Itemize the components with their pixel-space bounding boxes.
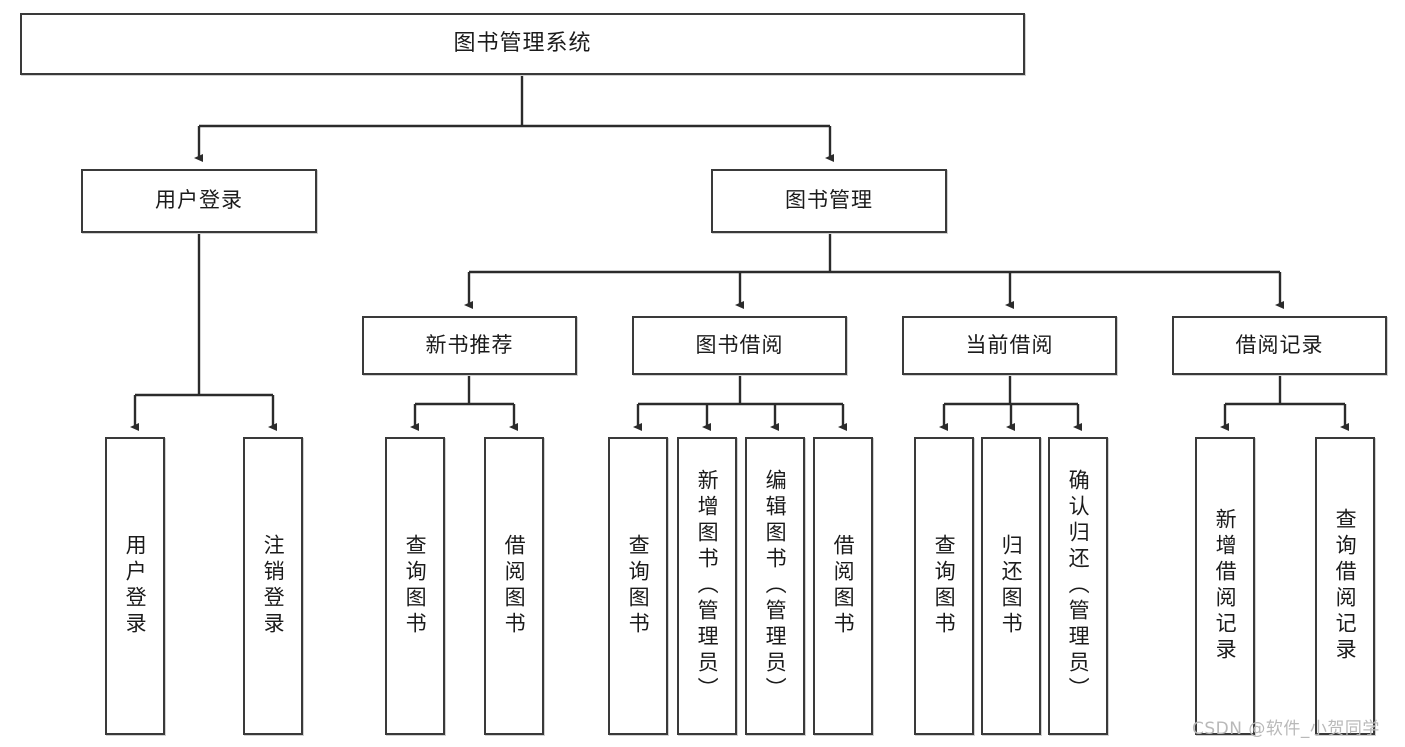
node-label: 新书推荐 [425,332,514,357]
leaf-user-login-logout[interactable]: 注销登录 [243,437,303,735]
leaf-book-borrow-borrow[interactable]: 借阅图书 [813,437,873,735]
node-label: 查询借阅记录 [1333,508,1358,664]
leaf-current-borrow-return[interactable]: 归还图书 [981,437,1041,735]
node-label: 新增借阅记录 [1213,508,1238,664]
node-label: 借阅记录 [1235,332,1324,357]
node-root-book-management-system[interactable]: 图书管理系统 [20,13,1025,75]
node-label: 编辑图书（管理员） [763,469,788,703]
node-label: 查询图书 [403,534,428,638]
leaf-borrow-record-add[interactable]: 新增借阅记录 [1195,437,1255,735]
node-label: 用户登录 [155,188,243,213]
node-label: 归还图书 [999,534,1024,638]
node-label: 注销登录 [261,534,286,638]
node-book-management[interactable]: 图书管理 [711,169,947,233]
node-new-book-recommendation[interactable]: 新书推荐 [362,316,577,375]
leaf-book-borrow-edit[interactable]: 编辑图书（管理员） [745,437,805,735]
node-user-login[interactable]: 用户登录 [81,169,317,233]
leaf-book-borrow-search[interactable]: 查询图书 [608,437,668,735]
node-book-borrow[interactable]: 图书借阅 [632,316,847,375]
node-borrow-record[interactable]: 借阅记录 [1172,316,1387,375]
leaf-new-book-borrow[interactable]: 借阅图书 [484,437,544,735]
node-label: 图书借阅 [695,332,784,357]
node-label: 图书管理系统 [453,30,592,56]
node-label: 当前借阅 [965,332,1054,357]
node-label: 查询图书 [932,534,957,638]
leaf-current-borrow-confirm-return[interactable]: 确认归还（管理员） [1048,437,1108,735]
node-current-borrow[interactable]: 当前借阅 [902,316,1117,375]
node-label: 借阅图书 [831,534,856,638]
leaf-current-borrow-search[interactable]: 查询图书 [914,437,974,735]
leaf-user-login-login[interactable]: 用户登录 [105,437,165,735]
node-label: 用户登录 [123,534,148,638]
leaf-book-borrow-add[interactable]: 新增图书（管理员） [677,437,737,735]
node-label: 新增图书（管理员） [695,469,720,703]
node-label: 查询图书 [626,534,651,638]
leaf-borrow-record-search[interactable]: 查询借阅记录 [1315,437,1375,735]
node-label: 图书管理 [785,188,873,213]
node-label: 确认归还（管理员） [1066,469,1091,703]
node-label: 借阅图书 [502,534,527,638]
leaf-new-book-search[interactable]: 查询图书 [385,437,445,735]
